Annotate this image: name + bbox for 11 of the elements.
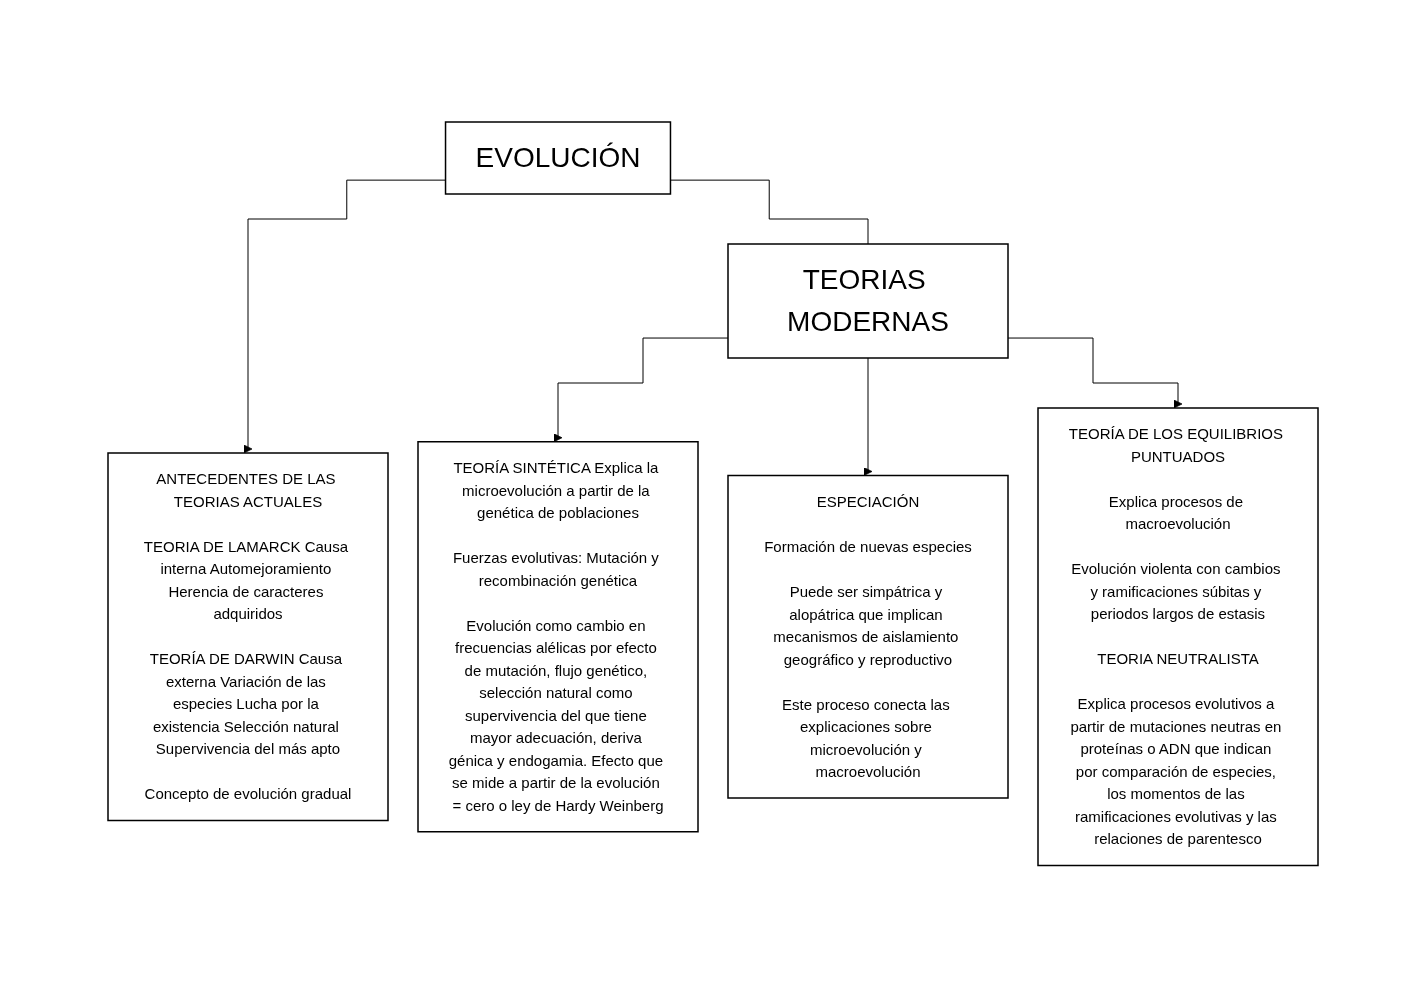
arrow — [863, 357, 872, 476]
arrow — [243, 179, 446, 454]
node-box: ESPECIACIÓN Formación de nuevas especies Puede ser simpátrica y alopátrica que implican mecanismos de aislamiento geográfico y reproductivo Este proceso conecta las explicaciones sobre microevolución y macroevolución — [726, 474, 1009, 799]
connector — [669, 179, 868, 245]
arrow — [1007, 337, 1182, 409]
arrow — [553, 337, 728, 442]
node-box: TEORIAS MODERNAS — [726, 243, 1009, 359]
node-box: ANTECEDENTES DE LAS TEORIAS ACTUALES TEORIA DE LAMARCK Causa interna Automejoramiento Herencia de caracteres adquiridos TEORÍA DE DARWIN Causa externa Variación de las especies Lucha por la existencia Selección natural Supervivencia del más apto Concepto de evolución gradual — [106, 452, 389, 821]
node-box: TEORÍA SINTÉTICA Explica la microevolución a partir de la genética de poblaciones Fuerzas evolutivas: Mutación y recombinación genética Evolución como cambio en frecuencias alélicas por efecto de mutación, flujo genético, selección natural como supervivencia del que tiene mayor adecuación, deriva génica y endogamia. Efecto que se mide a partir de la evolución = cero o ley de Hardy Weinberg — [416, 440, 699, 833]
node-box: TEORÍA DE LOS EQUILIBRIOS PUNTUADOS Explica procesos de macroevolución Evolución violenta con cambios y ramificaciones súbitas y periodos largos de estasis TEORIA NEUTRALISTA Explica procesos evolutivos a partir de mutaciones neutras en proteínas o ADN que indican por comparación de especies, los momentos de las ramificaciones evolutivas y las relaciones de parentesco — [1036, 407, 1319, 866]
node-box: EVOLUCIÓN — [444, 121, 671, 195]
